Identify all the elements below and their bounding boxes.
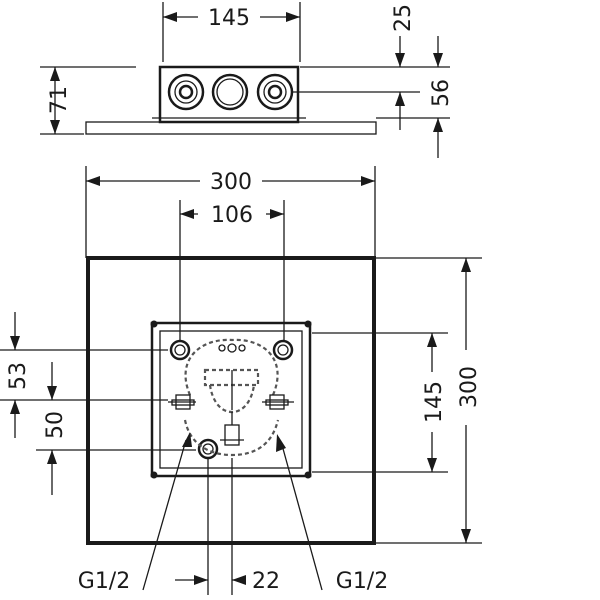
corner-screw <box>150 320 158 328</box>
dim-port-offset-value: 56 <box>429 79 454 107</box>
dim-box-height: 71 <box>40 66 136 135</box>
corner-screw <box>150 471 158 479</box>
corner-screw <box>304 320 312 328</box>
dim-spacing-value: 106 <box>211 203 253 228</box>
label-port-right: G1/2 <box>276 434 388 594</box>
dim-inner-height-value: 145 <box>422 381 447 423</box>
dim-box-height-value: 71 <box>47 86 72 114</box>
dim-top-gap-value: 25 <box>391 4 416 32</box>
dim-plate-height-value: 300 <box>457 366 482 408</box>
dim-plate-height: 300 <box>376 257 482 544</box>
mount-hole-right <box>272 339 294 361</box>
dim-left-offsets: 53 50 <box>0 312 196 495</box>
mount-hole-left <box>169 339 191 361</box>
dim-offset-50-value: 50 <box>43 411 68 439</box>
dim-plate-width-value: 300 <box>210 170 252 195</box>
dim-spacing: 106 <box>179 200 285 340</box>
dim-offset-22-value: 22 <box>252 569 280 594</box>
port-center-side <box>211 73 249 111</box>
dim-plate-width: 300 <box>85 166 376 258</box>
port-right-label: G1/2 <box>336 569 388 594</box>
dim-right-top: 25 56 <box>293 4 454 158</box>
side-view-plate <box>85 121 377 135</box>
port-left-label: G1/2 <box>78 569 130 594</box>
port-right-side <box>256 73 294 111</box>
dim-offset-53-value: 53 <box>6 362 31 390</box>
port-left-side <box>167 73 205 111</box>
side-view-box <box>158 65 300 124</box>
label-port-left: G1/2 <box>78 432 192 594</box>
side-view <box>85 65 377 135</box>
dim-box-width-value: 145 <box>208 6 250 31</box>
dim-inner-height: 145 <box>312 332 448 473</box>
valve-body-outline <box>168 338 294 457</box>
dim-bottom-offset: 22 <box>175 458 280 595</box>
corner-screw <box>304 471 312 479</box>
dim-box-width: 145 <box>162 2 301 62</box>
